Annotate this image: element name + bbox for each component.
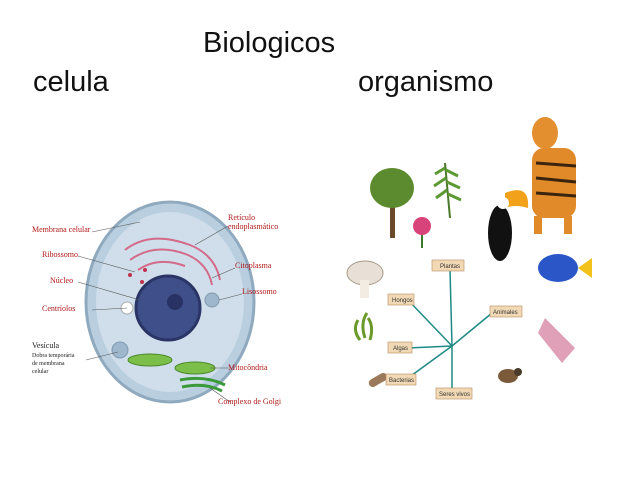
fish-icon <box>578 258 592 278</box>
lysosome <box>204 292 220 308</box>
mitochondrion <box>174 361 216 375</box>
label-reticulo-2: endoplasmático <box>228 222 278 231</box>
er-membrane <box>124 237 221 281</box>
fern-icon <box>433 166 462 202</box>
tree-icon <box>390 203 395 238</box>
label-vesicula-desc: de membrana <box>32 361 65 367</box>
label-membrana: Membrana celular <box>32 225 91 234</box>
tree-icon <box>370 168 414 208</box>
organism-heading: organismo <box>358 66 494 98</box>
bacteria-icon <box>368 373 388 387</box>
fern-icon <box>444 162 451 219</box>
insect-icon <box>514 368 522 376</box>
tag-seres-vivos: Seres vivos <box>439 392 470 398</box>
label-nucleo: Núcleo <box>50 276 73 285</box>
golgi-body <box>181 383 223 393</box>
tiger-icon <box>564 216 572 234</box>
slide-title: Biologicos <box>203 27 336 59</box>
tag-animales: Animales <box>493 310 518 316</box>
cell-diagram: Membrana celular Ribossomo Núcleo Centrí… <box>30 190 292 422</box>
insect-icon <box>498 369 518 383</box>
mushroom-icon <box>360 280 369 298</box>
toucan-icon <box>505 190 529 208</box>
label-lisossomo: Lisossomo <box>242 287 277 296</box>
golgi-body <box>179 376 226 387</box>
toucan-icon <box>488 205 512 261</box>
cell-heading: celula <box>33 66 109 98</box>
tiger-icon <box>532 148 576 218</box>
ribosome <box>140 280 144 284</box>
ribosome <box>128 273 132 277</box>
label-ribossomo: Ribossomo <box>42 250 78 259</box>
label-golgi: Complexo de Golgi <box>218 397 282 406</box>
label-vesicula: Vesícula <box>32 341 60 350</box>
flower-icon <box>413 217 431 235</box>
vesicle <box>111 341 129 359</box>
label-citoplasma: Citoplasma <box>235 261 272 270</box>
label-vesicula-desc: Dobra temporária <box>32 353 75 359</box>
tag-bacterias: Bacterias <box>389 378 414 384</box>
squid-icon <box>538 318 575 363</box>
label-vesicula-desc: celular <box>32 369 48 375</box>
tag-hongos: Hongos <box>392 298 413 304</box>
fish-icon <box>538 254 578 282</box>
er-membrane <box>137 260 186 271</box>
tag-algas: Algas <box>393 346 408 352</box>
tiger-icon <box>532 117 558 149</box>
tag-plantas: Plantas <box>440 264 460 270</box>
nucleus <box>134 274 202 342</box>
mitochondrion <box>127 353 173 367</box>
label-mitocondria: Mitocôndria <box>228 363 268 372</box>
toucan-icon <box>497 197 509 209</box>
nucleolus <box>167 294 183 310</box>
er-membrane <box>129 248 213 286</box>
organism-diagram: Plantas Hongos Animales Algas Bacterias … <box>340 108 595 408</box>
algae-icon <box>353 312 374 341</box>
label-reticulo: Retículo <box>228 213 255 222</box>
tiger-icon <box>535 161 577 198</box>
ribosome <box>143 268 147 272</box>
tiger-icon <box>534 216 542 234</box>
label-centriolos: Centríolos <box>42 304 75 313</box>
